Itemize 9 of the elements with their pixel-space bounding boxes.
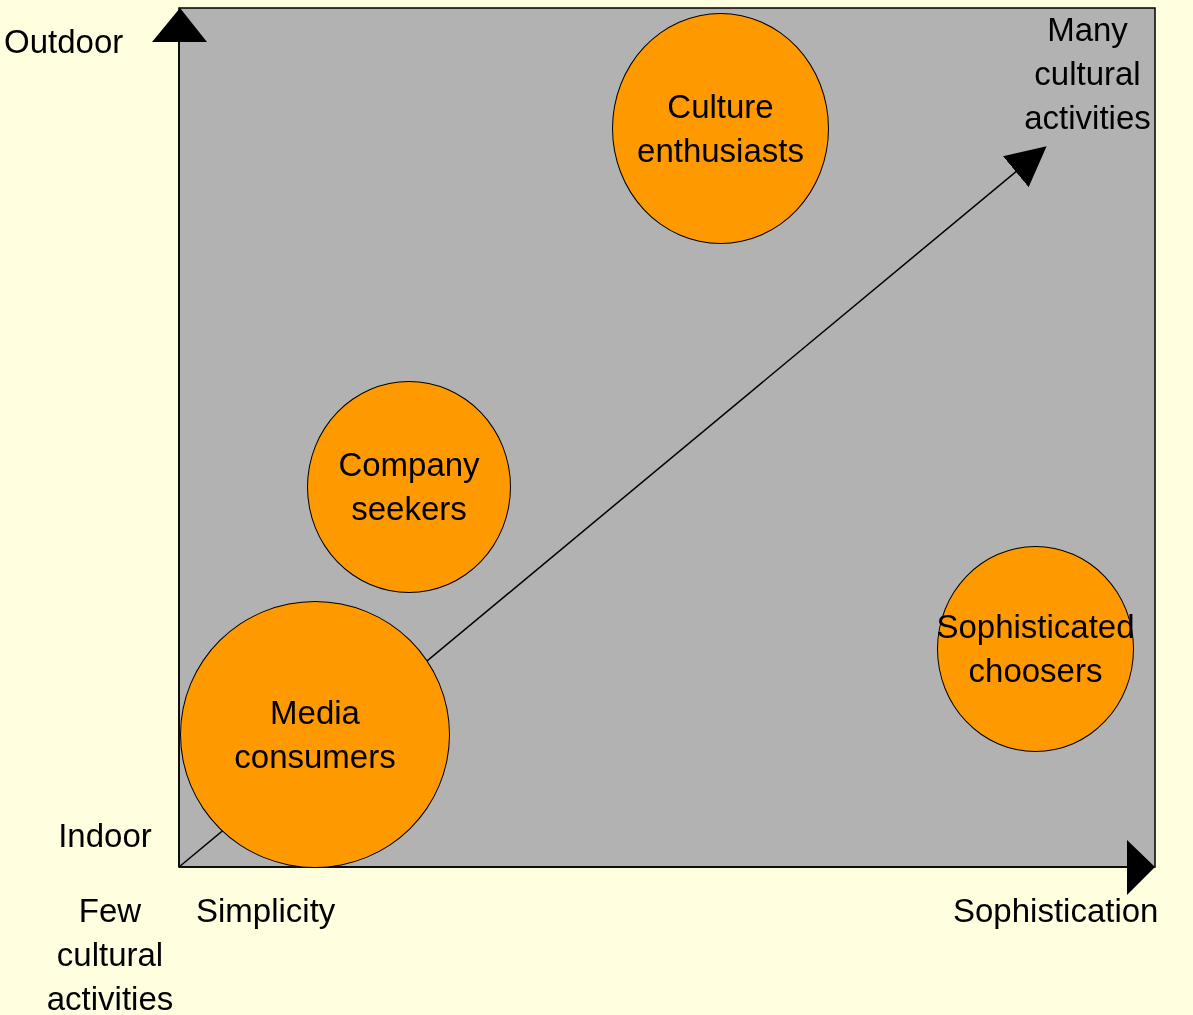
segment-label: Company seekers bbox=[337, 445, 481, 529]
axis-label: Outdoor bbox=[4, 22, 125, 62]
segment-label: Culture enthusiasts bbox=[636, 86, 805, 171]
axis-label: Many cultural activities bbox=[1023, 10, 1152, 138]
axis-label: Indoor bbox=[57, 816, 153, 856]
axis-label: Simplicity bbox=[196, 891, 337, 931]
axis-label: Few cultural activities bbox=[45, 891, 175, 1015]
segment-label: Media consumers bbox=[233, 692, 397, 777]
axis-label: Sophistication bbox=[953, 891, 1160, 931]
